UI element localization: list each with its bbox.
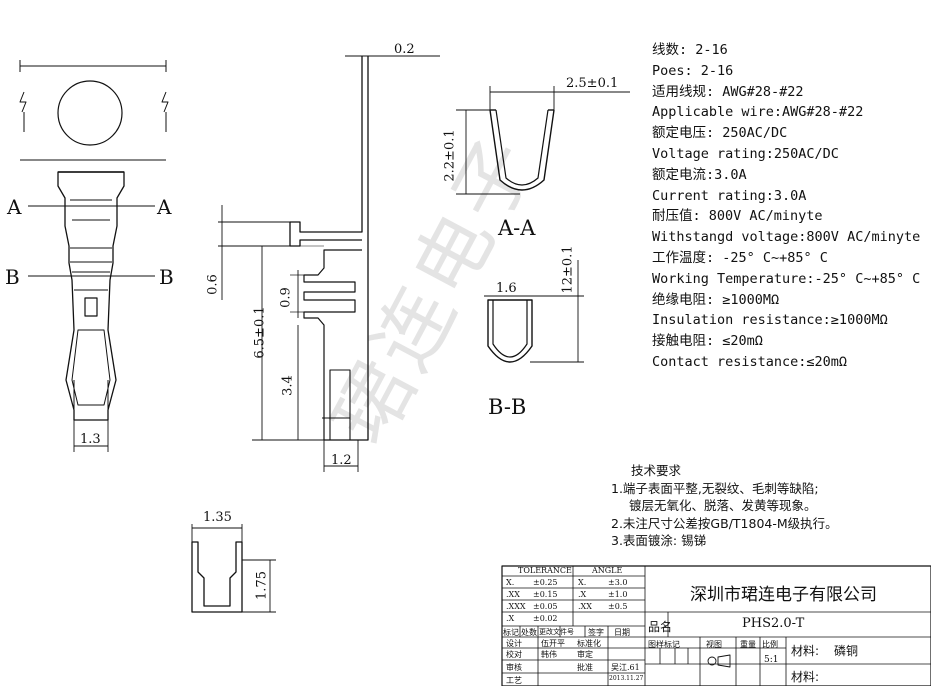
tolerance-header: TOLERANCE bbox=[518, 566, 572, 575]
dim-0-9: 0.9 bbox=[278, 287, 294, 308]
tol-val: ±0.05 bbox=[533, 602, 558, 611]
tol-key: .XX bbox=[506, 590, 520, 599]
note-item: 镀层无氧化、脱落、发黄等现象。 bbox=[629, 498, 817, 513]
approver-name: 吴江.61 bbox=[611, 663, 640, 672]
spec-line: Current rating:3.0A bbox=[652, 187, 807, 204]
spec-line: Voltage rating:250AC/DC bbox=[652, 145, 839, 162]
angle-key: .X bbox=[578, 590, 587, 599]
spec-line: 适用线规: AWG#28-#22 bbox=[652, 83, 804, 100]
title-block bbox=[501, 565, 931, 686]
role2-label: 审定 bbox=[577, 650, 593, 659]
angle-val: ±3.0 bbox=[608, 578, 628, 587]
tol-val: ±0.02 bbox=[533, 614, 558, 623]
rev-header: 更改文件号 bbox=[539, 628, 574, 636]
role-name: 韩伟 bbox=[541, 650, 557, 659]
angle-key: X. bbox=[578, 578, 587, 587]
part-number: PHS2.0-T bbox=[742, 616, 805, 631]
role2-label: 标准化 bbox=[577, 639, 601, 648]
role-label: 工艺 bbox=[506, 676, 522, 685]
u-profile bbox=[191, 524, 276, 613]
spec-line: 接触电阻: ≤20mΩ bbox=[652, 333, 763, 350]
section-b-b bbox=[484, 260, 584, 363]
role-label: 校对 bbox=[506, 650, 522, 659]
dim-1-3: 1.3 bbox=[80, 432, 101, 447]
dim-6-5: 6.5±0.1 bbox=[252, 306, 268, 359]
tol-key: .X bbox=[506, 614, 515, 623]
dim-thickness: 0.2 bbox=[394, 42, 415, 57]
technical-notes: 技术要求 1.端子表面平整,无裂纹、毛刺等缺陷; 镀层无氧化、脱落、发黄等现象。… bbox=[611, 462, 838, 550]
scale-value: 5:1 bbox=[764, 655, 779, 665]
spec-list: 线数: 2-16 Poes: 2-16 适用线规: AWG#28-#22 App… bbox=[652, 40, 920, 373]
side-view bbox=[218, 55, 440, 472]
spec-line: 线数: 2-16 bbox=[652, 42, 728, 58]
dim-1-35: 1.35 bbox=[203, 510, 232, 525]
section-title-aa: A-A bbox=[498, 216, 536, 240]
spec-line: Applicable wire:AWG#28-#22 bbox=[652, 104, 864, 121]
angle-key: .XX bbox=[578, 602, 592, 611]
dim-bb-height: 12±0.1 bbox=[560, 245, 576, 294]
material-label: 材料: bbox=[791, 644, 820, 658]
note-item: 3.表面镀涂: 锡锑 bbox=[611, 533, 707, 548]
tol-val: ±0.25 bbox=[533, 578, 558, 587]
spec-line: 工作温度: -25° C~+85° C bbox=[652, 249, 828, 266]
rev-header: 日期 bbox=[614, 628, 630, 637]
section-a-a bbox=[456, 86, 630, 195]
rev-header: 标记 bbox=[503, 628, 519, 637]
role-name: 伍开平 bbox=[541, 639, 565, 648]
front-view bbox=[19, 60, 169, 452]
section-b-right: B bbox=[159, 265, 174, 289]
rev-header: 处数 bbox=[521, 628, 537, 637]
material-label-2: 材料: bbox=[791, 670, 820, 684]
angle-val: ±1.0 bbox=[608, 590, 628, 599]
section-a-left: A bbox=[7, 195, 22, 219]
notes-title: 技术要求 bbox=[631, 463, 682, 478]
rev-header: 签字 bbox=[588, 628, 604, 637]
col-header: 比例 bbox=[762, 640, 778, 649]
section-b-left: B bbox=[5, 265, 20, 289]
spec-line: Poes: 2-16 bbox=[652, 62, 734, 79]
tol-key: .XXX bbox=[506, 602, 526, 611]
section-a-right: A bbox=[157, 195, 172, 219]
material-value: 磷铜 bbox=[834, 644, 859, 658]
role-label: 审核 bbox=[506, 663, 522, 672]
section-title-bb: B-B bbox=[488, 395, 527, 419]
col-header: 视图 bbox=[706, 640, 722, 649]
spec-line: 额定电压: 250AC/DC bbox=[652, 125, 788, 142]
spec-line: Contact resistance:≤20mΩ bbox=[652, 353, 848, 370]
dim-1-2: 1.2 bbox=[331, 453, 352, 468]
angle-header: ANGLE bbox=[592, 566, 623, 575]
spec-line: 耐压值: 800V AC/minyte bbox=[652, 208, 823, 225]
angle-val: ±0.5 bbox=[608, 602, 628, 611]
spec-line: Insulation resistance:≥1000MΩ bbox=[652, 312, 888, 329]
approval-date: 2013.11.27 bbox=[609, 675, 644, 682]
dim-aa-width: 2.5±0.1 bbox=[566, 76, 619, 91]
dim-3-4: 3.4 bbox=[280, 375, 296, 396]
part-name-label: 品名 bbox=[648, 620, 673, 634]
dim-0-6: 0.6 bbox=[205, 274, 221, 295]
spec-line: 绝缘电阻: ≥1000MΩ bbox=[652, 291, 780, 308]
dim-bb-width: 1.6 bbox=[496, 281, 517, 296]
spec-line: 额定电流:3.0A bbox=[652, 166, 747, 183]
role2-label: 批准 bbox=[577, 663, 593, 672]
tol-key: X. bbox=[506, 578, 515, 587]
note-item: 1.端子表面平整,无裂纹、毛刺等缺陷; bbox=[611, 480, 819, 496]
dim-aa-height: 2.2±0.1 bbox=[442, 129, 458, 182]
spec-line: Working Temperature:-25° C~+85° C bbox=[652, 270, 921, 287]
note-item: 2.未注尺寸公差按GB/T1804-M级执行。 bbox=[611, 515, 838, 531]
col-header: 重量 bbox=[740, 640, 756, 649]
company-name: 深圳市珺连电子有限公司 bbox=[690, 585, 877, 605]
tol-val: ±0.15 bbox=[533, 590, 558, 599]
col-header: 图样标记 bbox=[648, 640, 680, 649]
spec-line: Withstangd voltage:800V AC/minyte bbox=[652, 229, 921, 246]
role-label: 设计 bbox=[506, 639, 522, 648]
dim-1-75: 1.75 bbox=[254, 571, 270, 600]
